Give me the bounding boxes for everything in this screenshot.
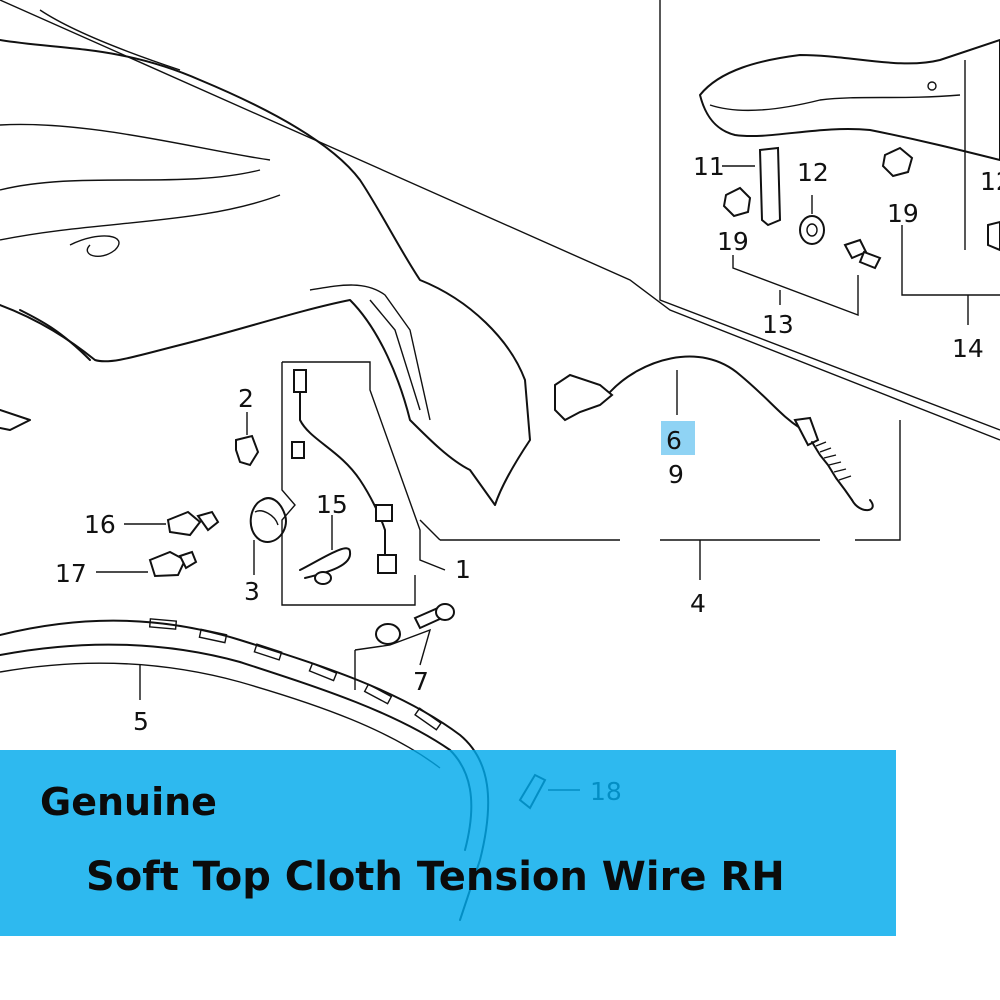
callout-2: 2 [238, 384, 254, 413]
bracket-13 [732, 255, 859, 317]
callout-12-right: 12 [980, 167, 1000, 196]
part-3-band [249, 497, 287, 575]
part-7-bolts [354, 603, 455, 690]
callout-17: 17 [55, 559, 87, 588]
banner-product-name: Soft Top Cloth Tension Wire RH [86, 854, 785, 900]
bracket-14 [901, 225, 1000, 296]
callout-12: 12 [797, 158, 829, 187]
callout-3: 3 [244, 577, 260, 606]
callout-19-left: 19 [717, 227, 749, 256]
callout-1: 1 [455, 555, 471, 584]
callout-9: 9 [668, 460, 684, 489]
highlight-part-6 [661, 421, 695, 455]
callout-15: 15 [316, 490, 348, 519]
harness-assembly [281, 361, 446, 606]
title-banner [0, 750, 896, 936]
part-11-bracket [722, 146, 782, 227]
part-17-fastener [96, 550, 198, 578]
hardtop-panel [699, 39, 1000, 161]
part-19-nut [722, 146, 914, 218]
part-16-fastener [124, 510, 220, 537]
soft-top-cloth [0, 9, 531, 506]
tension-wire [554, 355, 874, 512]
assembly-border-lines [0, 0, 1000, 441]
callout-19-right: 19 [887, 199, 919, 228]
part-12-right [987, 220, 1000, 252]
part-13-bolt [843, 238, 882, 270]
part-12-washer [799, 195, 825, 245]
bracket-4 [440, 420, 901, 541]
callout-6: 6 [666, 426, 682, 455]
callout-14: 14 [952, 334, 984, 363]
callout-16: 16 [84, 510, 116, 539]
callout-5: 5 [133, 707, 149, 736]
callout-7: 7 [413, 667, 429, 696]
callout-11: 11 [693, 152, 725, 181]
callout-4: 4 [690, 589, 706, 618]
part-2-clip [235, 412, 260, 467]
banner-genuine-label: Genuine [40, 780, 217, 824]
callout-13: 13 [762, 310, 794, 339]
